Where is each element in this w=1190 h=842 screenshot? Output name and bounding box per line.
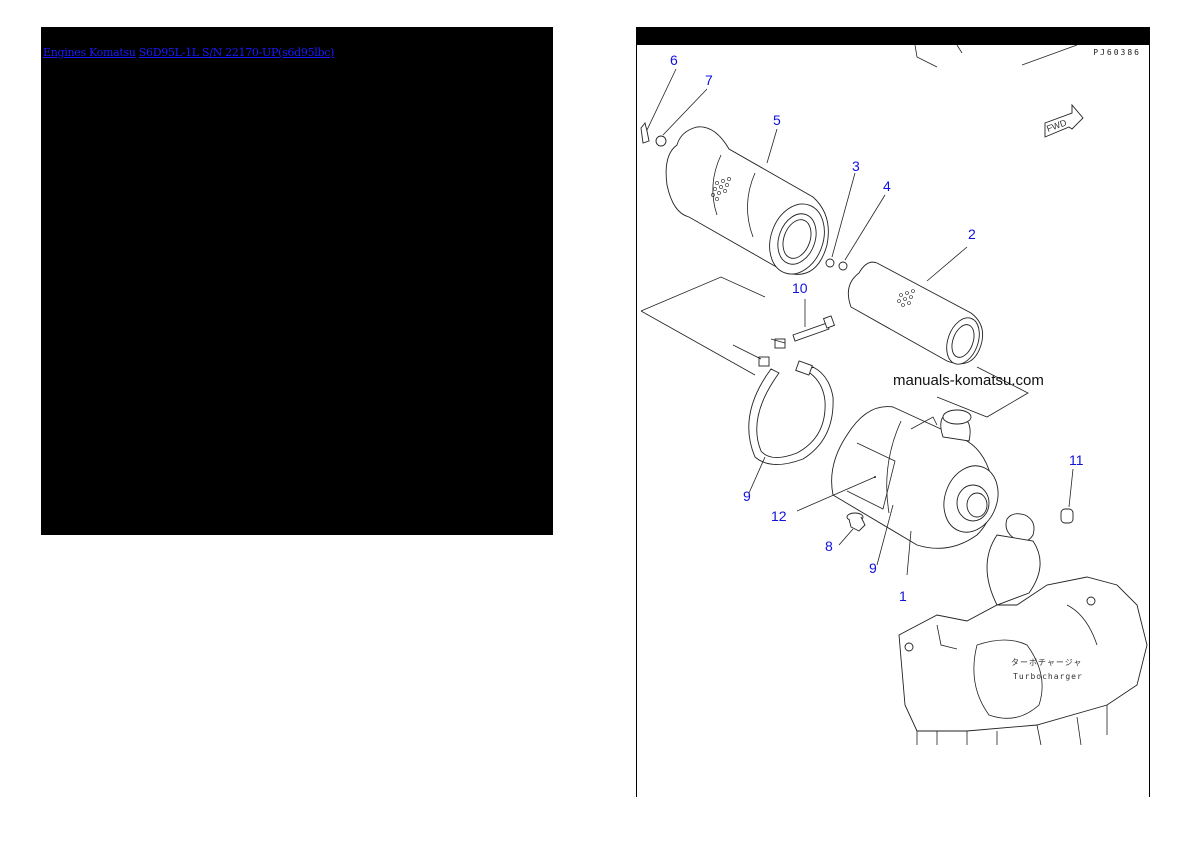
turbocharger-label-jp: ターボチャージャ — [1011, 658, 1082, 667]
callout-7: 7 — [705, 72, 713, 88]
callout-4: 4 — [883, 178, 891, 194]
part-6-bolt-icon — [640, 122, 650, 144]
callout-3: 3 — [852, 158, 860, 174]
fwd-arrow-icon: FWD — [1044, 103, 1084, 138]
breadcrumb-link-s6d95l-1l[interactable]: S6D95L-1L S/N 22170-UP(s6d95lbc) — [138, 46, 335, 59]
part-2-inner-element-icon — [847, 246, 984, 365]
turbocharger-label: Turbocharger — [1013, 672, 1083, 681]
breadcrumb-panel: Engines Komatsu S6D95L-1L S/N 22170-UP(s… — [41, 27, 553, 535]
part-9-band-clamp-icon — [748, 360, 834, 494]
callout-1: 1 — [899, 588, 907, 604]
clamp-nut-icon — [758, 356, 770, 367]
diagram-code: PJ60386 — [1093, 48, 1141, 57]
part-5-outer-element-icon — [665, 126, 829, 275]
breadcrumb-link-engines-komatsu[interactable]: Engines Komatsu — [43, 46, 136, 59]
callout-12: 12 — [771, 508, 787, 524]
engine-turbocharger-icon: ターボチャージャ Turbocharger — [898, 534, 1148, 746]
part-7-washer-icon — [655, 135, 667, 147]
breadcrumb: Engines Komatsu S6D95L-1L S/N 22170-UP(s… — [43, 46, 334, 59]
parts-diagram: FWD — [640, 45, 1148, 746]
callout-2: 2 — [968, 226, 976, 242]
callout-10: 10 — [792, 280, 808, 296]
clamp-nut-icon — [774, 338, 786, 349]
part-3-nut-icon — [825, 258, 835, 268]
part-1-air-cleaner-body-icon — [796, 406, 999, 576]
part-4-washer-icon — [838, 261, 848, 271]
watermark-text: manuals-komatsu.com — [893, 372, 1044, 389]
callout-9-band: 9 — [743, 488, 751, 504]
part-8-dust-valve-icon — [838, 512, 866, 546]
part-10-bolt-icon — [792, 299, 836, 342]
callout-9-body: 9 — [869, 560, 877, 576]
diagram-header-bar — [637, 27, 1149, 45]
callout-6: 6 — [670, 52, 678, 68]
callout-8: 8 — [825, 538, 833, 554]
part-11-clamp-icon — [1005, 513, 1035, 542]
part-11-cap-icon — [1060, 508, 1074, 524]
callout-11: 11 — [1069, 452, 1084, 468]
parts-diagram-panel: PJ60386 FWD — [636, 27, 1150, 797]
callout-5: 5 — [773, 112, 781, 128]
